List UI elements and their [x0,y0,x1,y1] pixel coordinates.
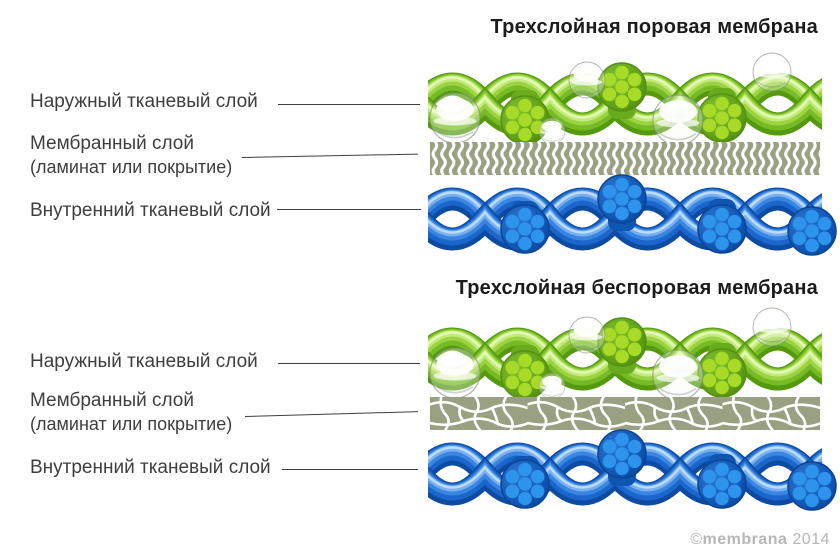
label-membrane-layer-2: Мембранный слой [30,390,194,411]
label-membrane-note-1: (ламинат или покрытие) [30,157,233,177]
title-nonporous-membrane: Трехслойная беспоровая мембрана [455,277,818,299]
watermark-brand: membrana [702,531,788,548]
watermark-year: 2014 [792,531,830,548]
leader-line-outer-1 [278,104,420,105]
label-outer-fabric-layer-2: Наружный тканевый слой [30,351,258,372]
outer-fabric-layer-art-2 [420,308,840,400]
inner-fabric-layer-art-2 [420,430,840,510]
label-membrane-layer-1: Мембранный слой [30,133,194,154]
leader-line-membrane-2 [244,411,418,417]
label-membrane-note-2: (ламинат или покрытие) [30,414,233,434]
nonporous-membrane-diagram [430,315,820,515]
label-outer-fabric-layer-1: Наружный тканевый слой [30,91,258,112]
leader-line-outer-2 [278,363,420,364]
label-inner-fabric-layer-1: Внутренний тканевый слой [30,200,271,221]
porous-membrane-diagram [430,60,820,260]
title-porous-membrane: Трехслойная поровая мембрана [490,16,818,38]
leader-line-inner-1 [277,209,421,210]
watermark-copyright: © [690,531,703,548]
porous-membrane-layer-art [430,142,820,175]
outer-fabric-layer-art-1 [420,53,840,145]
leader-line-inner-2 [282,469,418,470]
leader-line-membrane-1 [241,153,418,158]
inner-fabric-layer-art-1 [420,175,840,255]
watermark: ©membrana 2014 [690,531,830,549]
label-inner-fabric-layer-2: Внутренний тканевый слой [30,457,271,478]
solid-membrane-layer-art [430,397,820,430]
